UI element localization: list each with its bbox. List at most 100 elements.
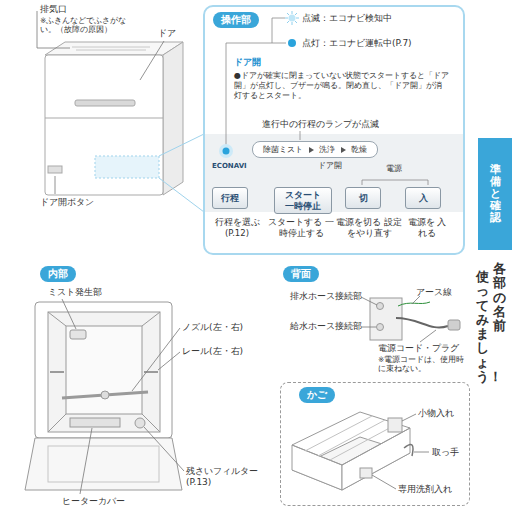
part-label: ミスト発生部 [48, 287, 102, 298]
part-label: ノズル(左・右) [182, 322, 243, 333]
ray [296, 18, 299, 19]
node-text: 切 [359, 193, 368, 203]
leader-lines [37, 11, 164, 194]
part-label: 電源コード・プラグ [378, 343, 459, 354]
vent [76, 50, 146, 51]
panel-button: 行程 [212, 187, 248, 209]
ray [295, 21, 297, 23]
ray [295, 13, 297, 15]
leader-line [414, 452, 429, 453]
nozzle-arm [62, 392, 148, 398]
part-label: レール(左・右) [182, 346, 243, 357]
part-label: ドア開 [234, 57, 261, 68]
door-seam [45, 118, 163, 119]
part-label: ヒーターカバー [62, 496, 125, 507]
node-text: 内部 [48, 267, 68, 281]
process-lamp-strip: 除菌ミスト 洗浄 乾燥 [252, 141, 378, 158]
leader-line [272, 18, 285, 43]
ray [292, 22, 293, 25]
basket [292, 412, 413, 490]
control-strip [95, 156, 159, 178]
leader-line [361, 327, 376, 328]
rail [50, 371, 64, 373]
plug [448, 320, 460, 330]
basket-rim [292, 412, 410, 465]
cavity [48, 312, 160, 432]
filter [135, 418, 145, 428]
edge [48, 414, 66, 432]
zoom-line [159, 178, 204, 212]
part-label: 排気口 [40, 4, 67, 15]
leader-line [158, 352, 180, 370]
edge [142, 312, 160, 326]
leader-line [80, 428, 92, 494]
part-label: ドア [158, 28, 176, 39]
leader-line [372, 475, 396, 489]
grid [305, 416, 372, 451]
panel-button: 入 [405, 187, 441, 209]
leader-line [361, 297, 377, 305]
panel-button: スタート 一時停止 [274, 187, 332, 214]
part-label: 電源を 入れる [404, 217, 450, 238]
node-text: かご [299, 387, 335, 403]
zoom-line [159, 134, 204, 156]
node-text: 入 [419, 193, 428, 203]
part-label: 点滅：エコナビ検知中 [302, 13, 392, 24]
drain-port [377, 303, 384, 310]
leader-line [144, 427, 184, 471]
power-cord [396, 318, 448, 327]
econavi-lamp [223, 148, 230, 155]
process-step: 除菌ミスト [263, 144, 303, 155]
handle [75, 100, 135, 106]
part-label: ※電源コードは、使用時に束ねない。 [378, 355, 470, 374]
part-label: 専用洗剤入れ [398, 484, 452, 495]
grid [318, 420, 385, 456]
part-label: ECONAVI [212, 162, 247, 171]
node-text: 背面 [291, 267, 311, 281]
node-text: 準備と確認 [490, 164, 501, 224]
section-heading: 各部の名前 [493, 262, 506, 333]
dishwasher-interior [25, 302, 182, 490]
part-label: 点灯：エコナビ運転中(P.7) [302, 38, 412, 49]
open-door [25, 438, 182, 490]
mist-generator [70, 330, 86, 339]
part-label: 残さいフィルター (P.13) [186, 466, 266, 489]
leader-line [140, 41, 164, 80]
part-label: ドア開ボタン [40, 197, 94, 208]
part-label: 電源を切る 設定をやり直す [334, 217, 404, 238]
grid [330, 424, 397, 460]
small-item-holder [388, 418, 402, 432]
section-tab: 内部 [40, 266, 76, 282]
panel-leaders [226, 18, 428, 185]
callout-link [159, 134, 204, 212]
heater-cover [70, 418, 120, 427]
handle [404, 444, 413, 456]
power-bracket [362, 180, 428, 185]
rear-leaders [361, 296, 436, 342]
process-step: 乾燥 [351, 144, 367, 155]
node-text: スタート 一時停止 [281, 190, 325, 211]
leader-line [132, 328, 180, 391]
basket-leaders [372, 414, 429, 489]
vent [72, 47, 150, 48]
earth-wire [398, 302, 430, 306]
ray [287, 13, 289, 15]
node-text: 行程 [221, 193, 239, 203]
nozzle-hub [101, 391, 109, 399]
process-step: 洗浄 [319, 144, 335, 155]
ray [292, 11, 293, 14]
part-label: 取っ手 [432, 447, 459, 458]
detergent-holder [360, 468, 372, 478]
leader-line [62, 299, 76, 329]
section-tab: 準備と確認 [478, 138, 512, 250]
door-inner [48, 446, 159, 482]
edge [48, 312, 66, 326]
part-label: 小物入れ [418, 408, 454, 419]
blink-lamp [289, 15, 296, 22]
ray [287, 21, 289, 23]
back-wall [66, 326, 142, 414]
leader-line [402, 414, 416, 421]
part-label: スタートする 一時停止する [268, 217, 334, 238]
basket-side [292, 445, 342, 490]
control-band [205, 134, 463, 212]
